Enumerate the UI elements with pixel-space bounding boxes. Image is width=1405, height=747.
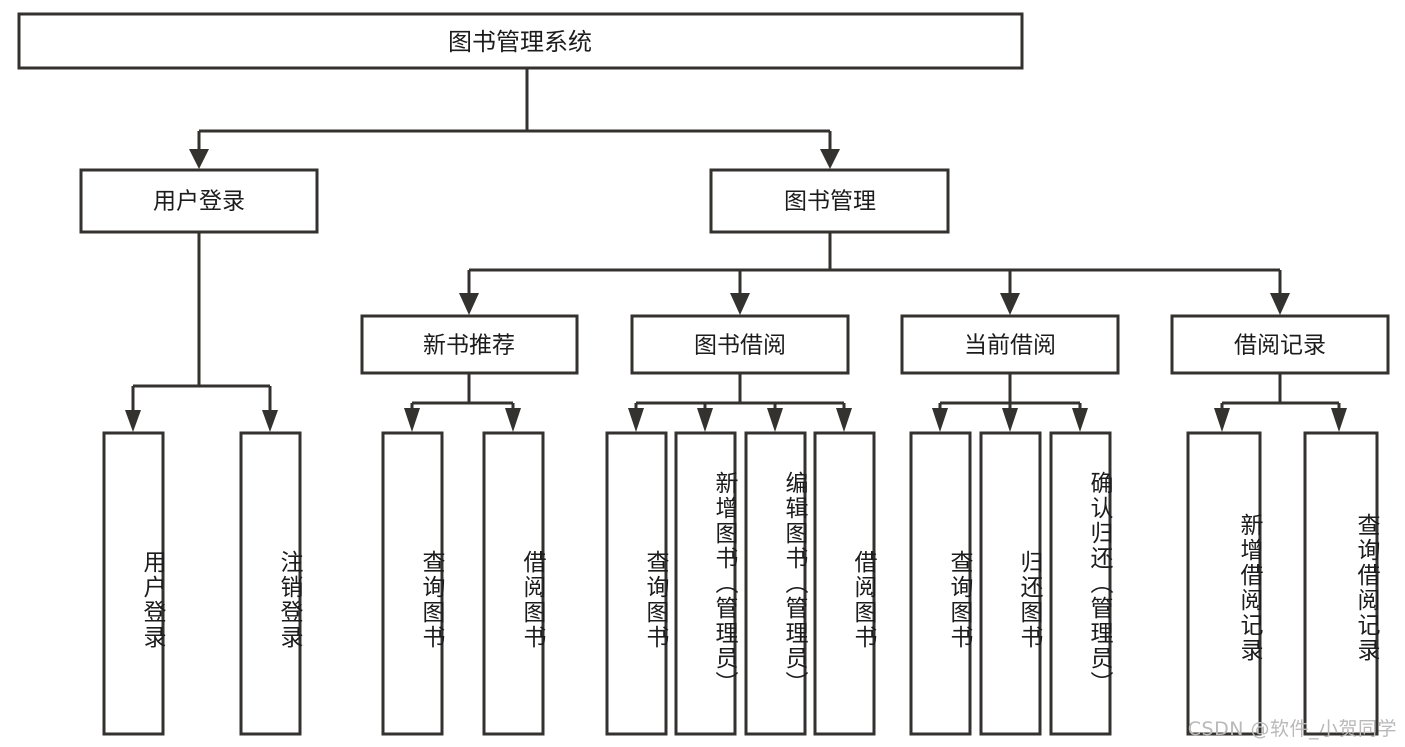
node-book-management-box [709, 168, 950, 234]
arrow-head-icon [404, 408, 420, 432]
node-book-borrow[interactable]: 图书借阅 [630, 314, 850, 375]
connector-book-management-to-level3 [459, 232, 1290, 315]
leaf-box-add-borrow-record[interactable] [1186, 431, 1262, 736]
node-root[interactable]: 图书管理系统 [17, 12, 1024, 70]
connector-current-borrow-to-leaves [932, 373, 1088, 432]
connector-user-login-to-leaves [125, 232, 278, 432]
arrow-head-icon [262, 410, 278, 432]
node-borrow-record-box [1170, 314, 1390, 375]
arrow-head-icon [1000, 293, 1020, 315]
arrow-head-icon [459, 293, 479, 315]
leaf-box-query-book-2[interactable] [605, 431, 668, 736]
node-user-login-label: 用户登录 [153, 189, 245, 215]
leaf-box-confirm-return-admin[interactable] [1049, 431, 1112, 736]
node-book-management[interactable]: 图书管理 [709, 168, 950, 234]
arrow-head-icon [697, 408, 713, 432]
node-user-login[interactable]: 用户登录 [79, 168, 319, 234]
connector-new-book-recommend-to-leaves [404, 373, 521, 432]
arrow-head-icon [189, 149, 209, 169]
arrow-head-icon [125, 410, 141, 432]
node-book-management-label: 图书管理 [784, 189, 876, 215]
arrow-head-icon [1214, 408, 1230, 432]
watermark-text: CSDN @软件_小贺同学 [1187, 718, 1397, 740]
node-new-book-recommend[interactable]: 新书推荐 [360, 314, 579, 375]
leaf-box-return-book[interactable] [979, 431, 1042, 736]
node-current-borrow-label: 当前借阅 [964, 333, 1056, 359]
leaf-box-add-book-admin[interactable] [674, 431, 737, 736]
leaf-box-borrow-book-1[interactable] [482, 431, 545, 736]
arrow-head-icon [628, 408, 644, 432]
node-book-borrow-label: 图书借阅 [694, 333, 786, 359]
node-new-book-recommend-label: 新书推荐 [423, 333, 515, 359]
leaf-box-logout[interactable] [239, 431, 302, 736]
arrow-head-icon [820, 149, 840, 169]
arrow-head-icon [1072, 408, 1088, 432]
arrow-head-icon [1002, 408, 1018, 432]
arrow-head-icon [505, 408, 521, 432]
leaf-box-query-book-3[interactable] [909, 431, 972, 736]
leaf-box-borrow-book-2[interactable] [813, 431, 876, 736]
arrow-head-icon [730, 293, 750, 315]
node-borrow-record[interactable]: 借阅记录 [1170, 314, 1390, 375]
node-current-borrow[interactable]: 当前借阅 [900, 314, 1120, 375]
node-new-book-recommend-box [360, 314, 579, 375]
node-root-box [17, 12, 1024, 70]
leaf-box-query-book-1[interactable] [381, 431, 444, 736]
connector-root-to-level2 [189, 68, 840, 169]
arrow-head-icon [836, 408, 852, 432]
arrow-head-icon [767, 408, 783, 432]
leaf-box-edit-book-admin[interactable] [744, 431, 807, 736]
node-current-borrow-box [900, 314, 1120, 375]
connector-book-borrow-to-leaves [628, 373, 852, 432]
arrow-head-icon [1331, 408, 1347, 432]
node-book-borrow-box [630, 314, 850, 375]
leaf-box-query-borrow-record[interactable] [1303, 431, 1379, 736]
node-borrow-record-label: 借阅记录 [1234, 333, 1326, 359]
leaf-box-user-login[interactable] [102, 431, 165, 736]
connector-borrow-record-to-leaves [1214, 373, 1347, 432]
node-root-label: 图书管理系统 [448, 28, 592, 56]
arrow-head-icon [932, 408, 948, 432]
arrow-head-icon [1270, 293, 1290, 315]
